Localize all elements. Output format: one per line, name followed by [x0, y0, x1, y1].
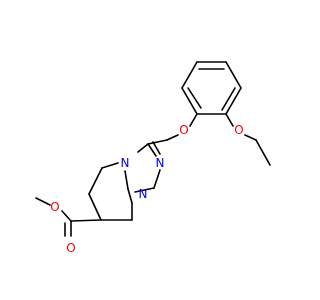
- bond: [147, 139, 168, 145]
- bond: [70, 219, 102, 222]
- nitrogen-bridgehead: N: [121, 156, 130, 170]
- oxygen-ether-ethyl: O: [234, 123, 243, 137]
- bond: [225, 113, 234, 127]
- bond: [244, 134, 257, 141]
- bonds: [35, 61, 271, 237]
- bond: [147, 143, 157, 157]
- bond: [124, 170, 129, 190]
- bond: [153, 169, 161, 189]
- atom-labels: O O N N N O O: [50, 123, 243, 255]
- oxygen-ester-carbonyl: O: [66, 241, 75, 255]
- bond: [225, 87, 242, 115]
- bond: [101, 162, 119, 169]
- bond: [181, 61, 198, 89]
- bond: [189, 113, 198, 127]
- bond: [137, 143, 149, 153]
- bond: [255, 139, 271, 166]
- bond: [134, 187, 155, 193]
- chemical-structure-diagram: O O N N N O O: [35, 61, 271, 255]
- molecule-canvas: O O N N N O O: [35, 61, 271, 255]
- oxygen-ether-aryl: O: [179, 123, 188, 137]
- bond: [166, 134, 179, 141]
- bond: [225, 61, 242, 89]
- bond: [35, 197, 51, 206]
- nitrogen-triazole-upper: N: [156, 156, 165, 170]
- bond: [152, 141, 161, 155]
- bond: [88, 193, 102, 221]
- bond: [88, 167, 103, 195]
- bond: [127, 188, 133, 204]
- bond: [221, 87, 236, 111]
- oxygen-ester-single: O: [50, 200, 59, 214]
- bond: [61, 210, 72, 222]
- nitrogen-triazole-lower: N: [139, 187, 148, 201]
- bond: [187, 87, 202, 109]
- bond: [181, 87, 198, 115]
